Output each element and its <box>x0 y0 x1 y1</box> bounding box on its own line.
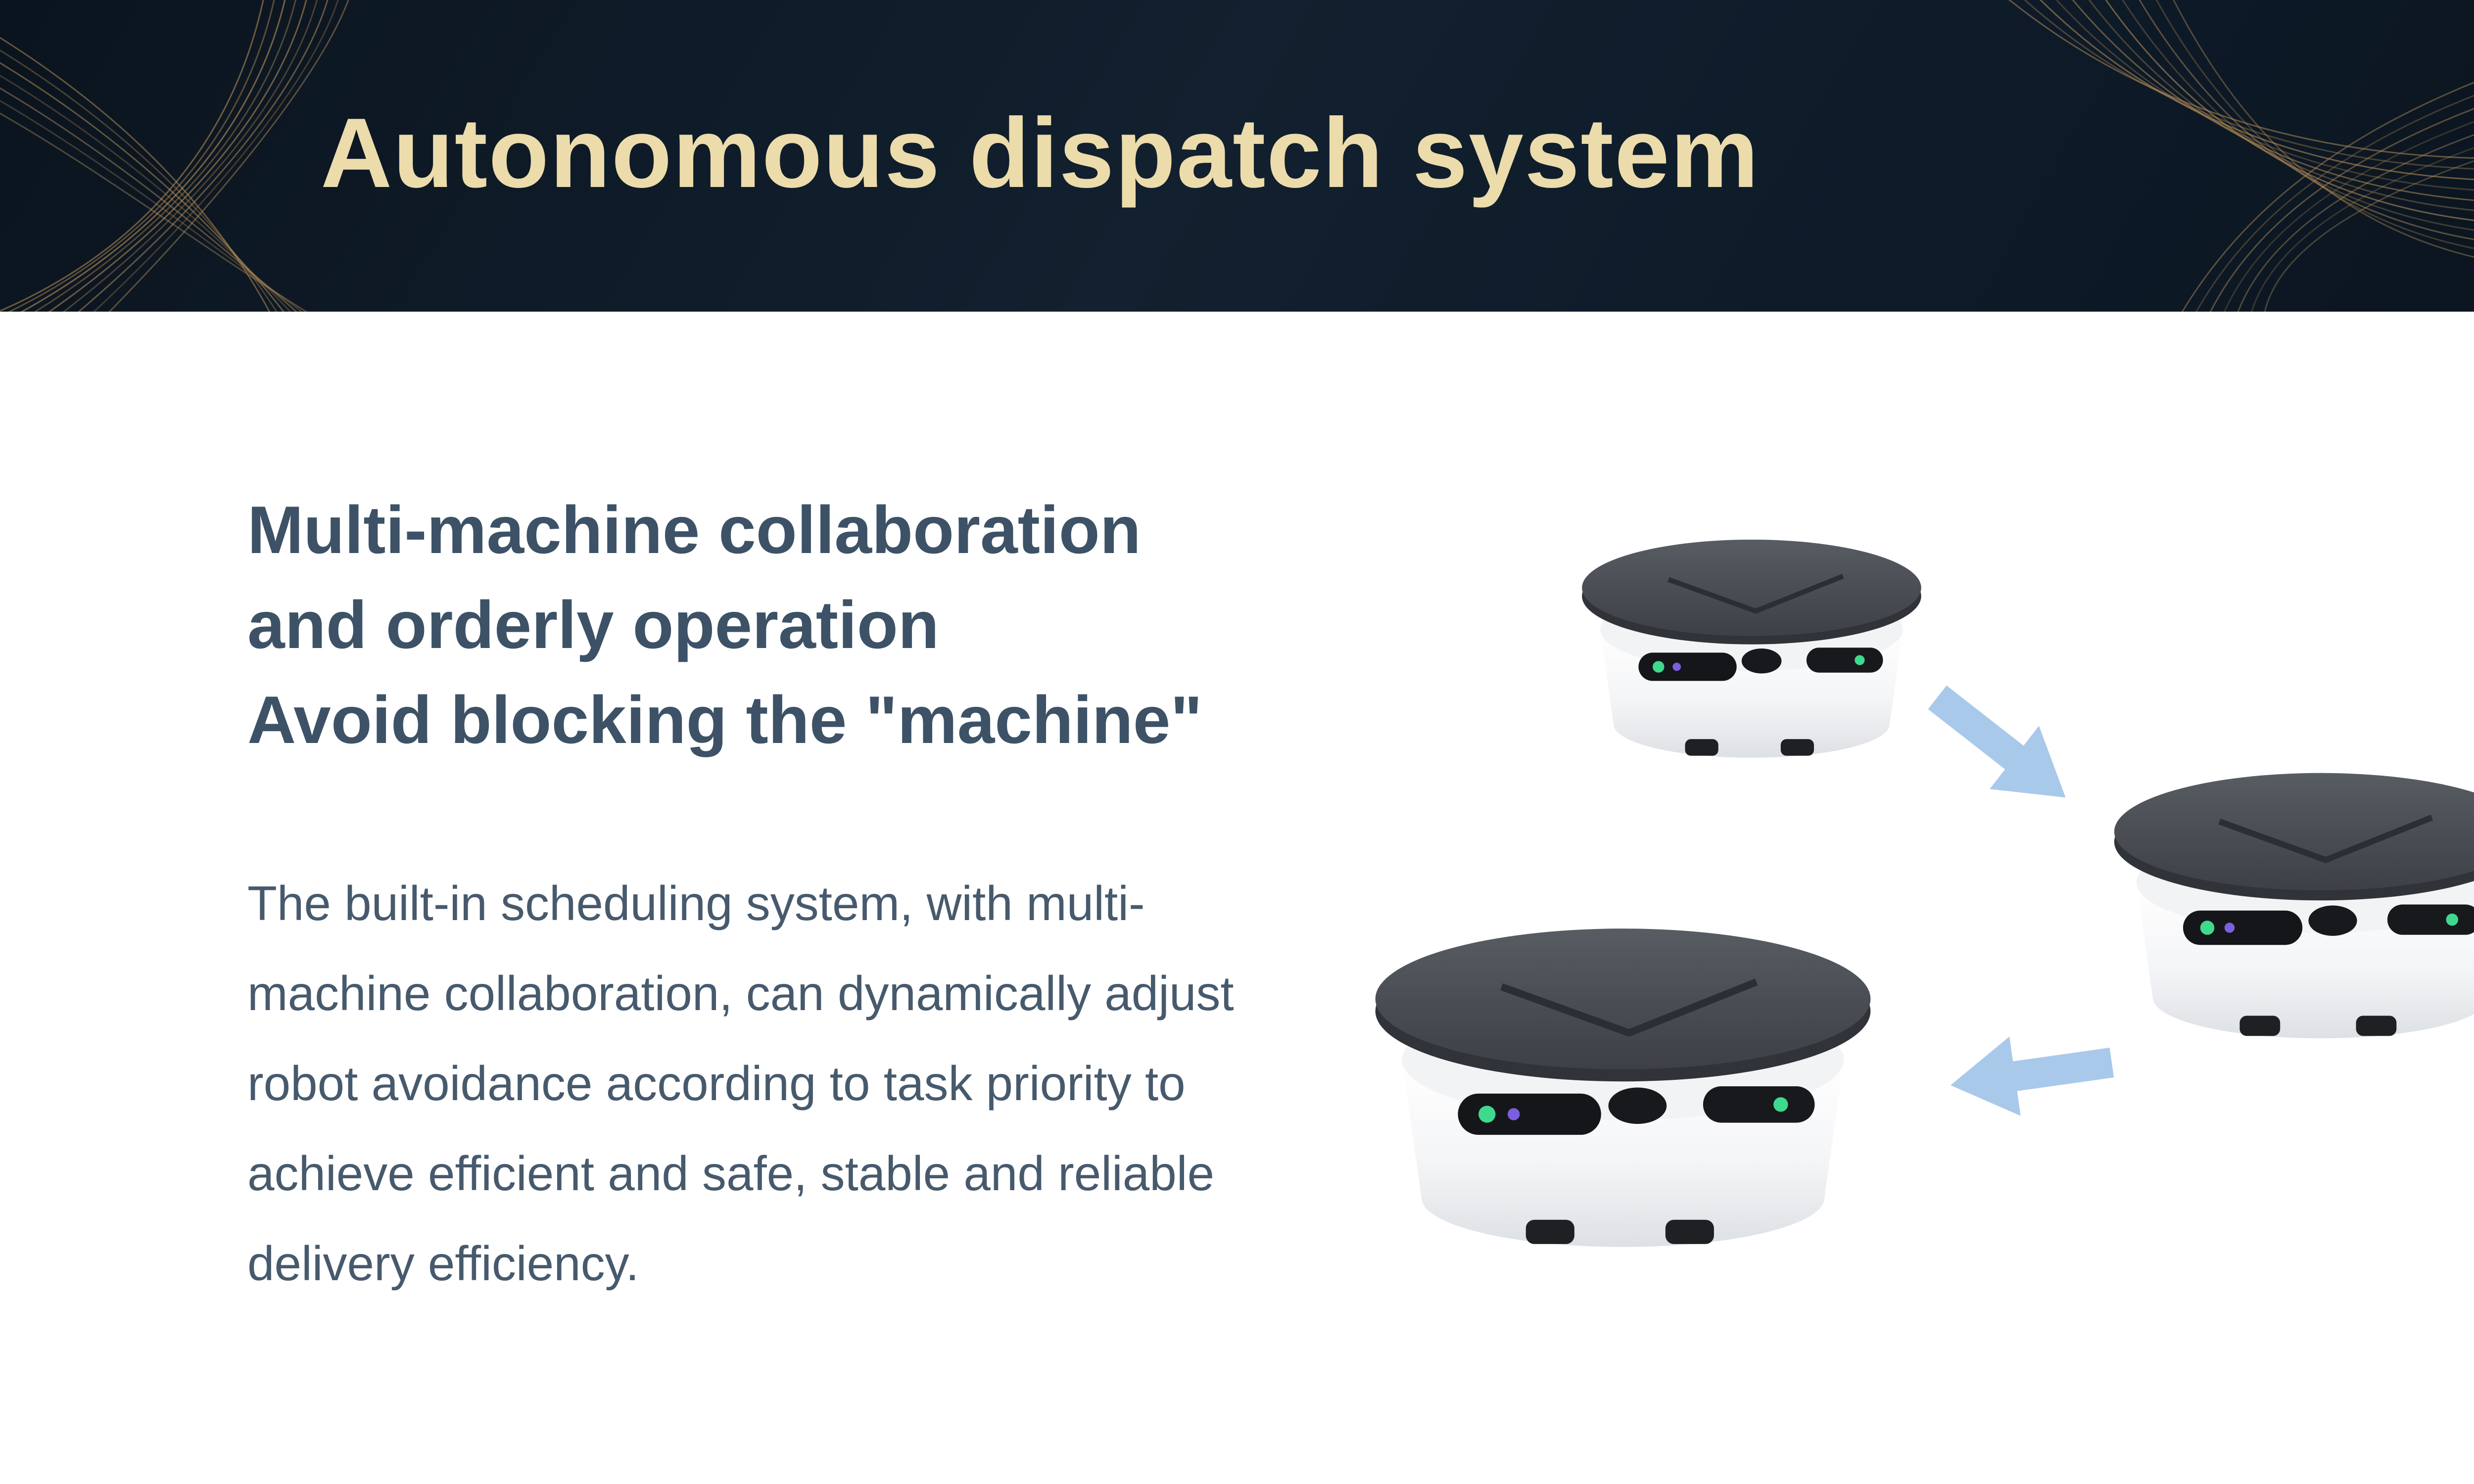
heading-line-2: and orderly operation <box>247 587 939 662</box>
heading-line-1: Multi-machine collaboration <box>247 492 1141 567</box>
body-paragraph: The built-in scheduling system, with mul… <box>247 876 1234 1291</box>
slide-title: Autonomous dispatch system <box>321 98 1760 208</box>
arrow-down-right-icon <box>1912 665 2091 830</box>
heading-line-3: Avoid blocking the "machine" <box>247 682 1202 757</box>
robot-small-top-icon <box>1569 490 1935 789</box>
arrow-pointing-left-icon <box>1945 1022 2118 1125</box>
robot-medium-right-icon <box>2098 712 2474 1076</box>
section-heading: Multi-machine collaboration and orderly … <box>247 482 1202 767</box>
gold-wave-decoration-right-icon <box>2008 0 2474 312</box>
robot-large-left-icon <box>1356 856 1890 1293</box>
slide-header: Autonomous dispatch system <box>0 0 2474 312</box>
